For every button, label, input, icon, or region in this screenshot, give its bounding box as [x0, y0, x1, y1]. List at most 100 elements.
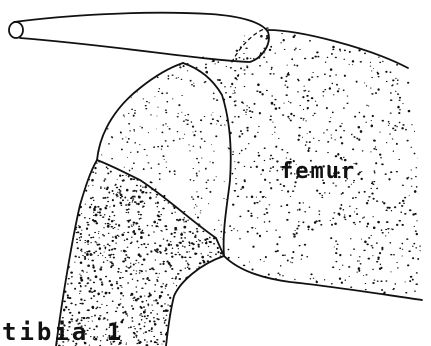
stipple-dot	[65, 179, 67, 181]
stipple-dot	[132, 231, 135, 233]
stipple-dot	[414, 28, 416, 30]
stipple-dot	[183, 204, 185, 206]
stipple-dot	[371, 193, 373, 195]
stipple-dot	[141, 264, 143, 266]
stipple-dot	[393, 254, 395, 255]
stipple-dot	[157, 344, 159, 346]
stipple-dot	[131, 317, 133, 319]
stipple-dot	[80, 262, 83, 264]
stipple-dot	[174, 310, 176, 312]
stipple-dot	[70, 302, 72, 304]
stipple-dot	[299, 105, 301, 106]
stipple-dot	[227, 159, 229, 161]
stipple-dot	[107, 197, 109, 199]
stipple-dot	[210, 136, 213, 139]
stipple-dot	[270, 46, 272, 48]
stipple-dot	[112, 228, 114, 229]
stipple-dot	[365, 289, 367, 290]
stipple-dot	[165, 255, 167, 257]
stipple-dot	[409, 28, 411, 30]
stipple-dot	[337, 153, 339, 156]
stipple-dot	[301, 299, 304, 301]
stipple-dot	[156, 116, 157, 117]
stipple-dot	[81, 251, 82, 252]
stipple-dot	[127, 247, 129, 248]
stipple-dot	[261, 93, 263, 95]
stipple-dot	[204, 171, 206, 173]
stipple-dot	[159, 263, 161, 264]
stipple-dot	[259, 91, 261, 93]
stipple-dot	[190, 145, 192, 146]
stipple-dot	[227, 223, 229, 224]
stipple-dot	[382, 232, 384, 234]
stipple-dot	[78, 282, 81, 284]
stipple-dot	[317, 76, 319, 77]
stipple-dot	[296, 65, 298, 67]
stipple-dot	[238, 272, 240, 273]
stipple-dot	[414, 190, 417, 193]
stipple-dot	[128, 212, 130, 214]
stipple-dot	[101, 204, 102, 205]
stipple-dot	[357, 260, 359, 261]
stipple-dot	[192, 165, 194, 166]
stipple-dot	[196, 195, 197, 196]
stipple-dot	[216, 302, 217, 303]
stipple-dot	[58, 278, 60, 280]
stipple-dot	[287, 116, 289, 118]
stipple-dot	[140, 185, 142, 186]
stipple-dot	[247, 231, 249, 233]
stipple-dot	[226, 66, 227, 67]
stipple-dot	[196, 210, 198, 212]
stipple-dot	[235, 78, 237, 79]
stipple-dot	[200, 212, 201, 213]
stipple-dot	[381, 289, 383, 291]
stipple-dot	[132, 308, 134, 310]
stipple-dot	[109, 191, 110, 192]
stipple-dot	[147, 172, 149, 173]
stipple-dot	[127, 200, 128, 201]
stipple-dot	[158, 91, 160, 92]
stipple-dot	[212, 340, 214, 341]
stipple-dot	[326, 31, 327, 32]
stipple-dot	[187, 159, 189, 161]
stipple-dot	[361, 34, 363, 36]
stipple-dot	[178, 113, 179, 114]
stipple-dot	[104, 84, 106, 86]
stipple-dot	[335, 129, 337, 131]
stipple-dot	[103, 164, 105, 165]
stipple-dot	[349, 205, 350, 207]
stipple-dot	[206, 331, 208, 332]
stipple-dot	[69, 215, 72, 217]
stipple-dot	[159, 173, 161, 174]
stipple-dot	[329, 193, 330, 194]
stipple-dot	[353, 222, 355, 224]
stipple-dot	[173, 307, 174, 309]
stipple-dot	[360, 178, 362, 180]
stipple-dot	[217, 207, 220, 210]
stipple-dot	[410, 276, 413, 278]
stipple-dot	[127, 232, 129, 234]
stipple-dot	[175, 250, 176, 251]
stipple-dot	[122, 180, 124, 182]
stipple-dot	[212, 192, 214, 194]
stipple-dot	[214, 320, 216, 322]
stipple-dot	[224, 133, 226, 135]
stipple-dot	[98, 244, 101, 246]
stipple-dot	[276, 179, 279, 181]
stipple-dot	[104, 252, 105, 253]
stipple-dot	[210, 161, 211, 162]
stipple-dot	[327, 152, 329, 153]
stipple-dot	[184, 62, 185, 63]
stipple-dot	[211, 339, 213, 341]
stipple-dot	[76, 232, 78, 233]
stipple-dot	[204, 299, 205, 300]
stipple-dot	[190, 199, 193, 202]
stipple-dot	[221, 184, 223, 186]
stipple-dot	[170, 267, 171, 268]
stipple-dot	[415, 247, 417, 248]
stipple-dot	[130, 265, 131, 266]
stipple-dot	[126, 238, 128, 240]
stipple-dot	[287, 190, 289, 192]
stipple-dot	[181, 100, 183, 102]
stipple-dot	[208, 190, 210, 191]
